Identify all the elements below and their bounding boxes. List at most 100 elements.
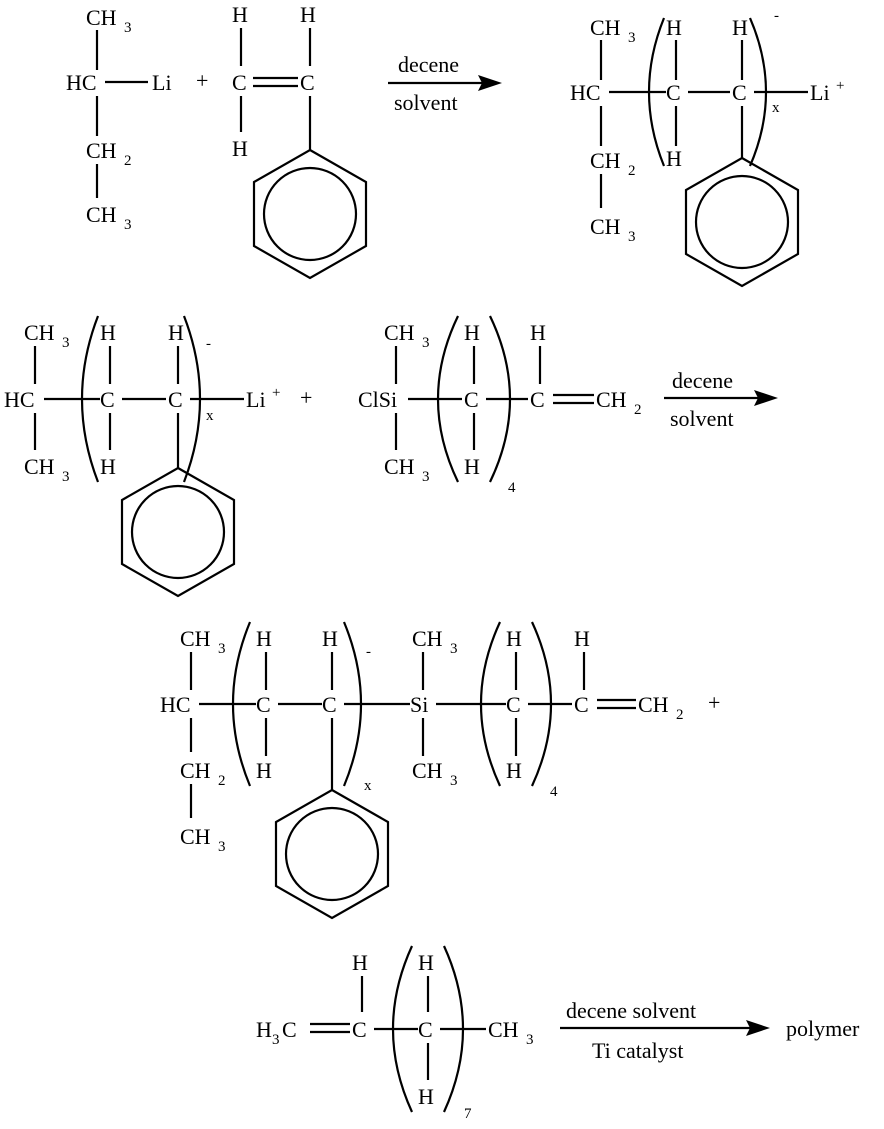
atom-ch2: CH: [638, 692, 669, 717]
atom-ch3: CH: [86, 5, 117, 30]
charge-minus: -: [366, 644, 371, 660]
charge-minus: -: [206, 336, 211, 352]
atom-hc: HC: [570, 80, 601, 105]
atom-c: C: [530, 387, 545, 412]
atom-c: C: [300, 70, 315, 95]
atom-ch2: CH: [590, 148, 621, 173]
atom-ch2: CH: [180, 758, 211, 783]
sub-3: 3: [422, 335, 430, 351]
atom-c: C: [732, 80, 747, 105]
atom-h: H: [256, 626, 272, 651]
plus-sign: +: [708, 690, 720, 715]
sub-3: 3: [422, 469, 430, 485]
atom-hc: HC: [4, 387, 35, 412]
sub-3: 3: [526, 1032, 534, 1048]
chlorodimethylsilyl-hexene: CH 3 ClSi H C H 4 CH 3 H C CH 2: [358, 316, 642, 496]
condition-ti-catalyst: Ti catalyst: [592, 1038, 683, 1063]
sub-2: 2: [676, 707, 684, 723]
sub-4: 4: [508, 480, 516, 496]
atom-clsi: ClSi: [358, 387, 397, 412]
polystyryllithium-product: CH 3 HC H C H H C - x Li + CH 2 CH 3: [570, 8, 844, 286]
atom-h: H: [300, 2, 316, 27]
atom-c: C: [352, 1017, 367, 1042]
atom-ch3: CH: [590, 15, 621, 40]
atom-h: H: [322, 626, 338, 651]
atom-c: C: [666, 80, 681, 105]
atom-c: C: [506, 692, 521, 717]
atom-h: H: [418, 1084, 434, 1109]
atom-h: H: [506, 626, 522, 651]
atom-ch2: CH: [86, 138, 117, 163]
product-polymer: polymer: [786, 1016, 860, 1041]
decene-monomer: H 3 C H C H C H 7 CH 3: [256, 946, 534, 1122]
plus-sign: +: [300, 385, 312, 410]
atom-ch3: CH: [180, 824, 211, 849]
benzene-ring: [122, 468, 234, 596]
sub-x: x: [206, 408, 214, 424]
atom-h: H: [232, 136, 248, 161]
atom-h: H: [256, 758, 272, 783]
sub-2: 2: [634, 402, 642, 418]
condition-solvent: solvent: [670, 406, 734, 431]
atom-h: H: [464, 454, 480, 479]
atom-ch3: CH: [384, 320, 415, 345]
charge-minus: -: [774, 8, 779, 24]
atom-hc: HC: [66, 70, 97, 95]
atom-c: C: [168, 387, 183, 412]
atom-h: H: [666, 15, 682, 40]
atom-h: H: [418, 950, 434, 975]
atom-c: C: [232, 70, 247, 95]
atom-ch3: CH: [488, 1017, 519, 1042]
atom-ch3: CH: [384, 454, 415, 479]
plus-sign: +: [196, 68, 208, 93]
sub-3: 3: [450, 641, 458, 657]
atom-ch2: CH: [596, 387, 627, 412]
atom-li: Li: [246, 387, 266, 412]
sub-4: 4: [550, 784, 558, 800]
atom-ch3: CH: [24, 320, 55, 345]
atom-ch3: CH: [412, 758, 443, 783]
benzene-ring: [276, 790, 388, 918]
atom-ch3: CH: [590, 214, 621, 239]
atom-ch3: CH: [180, 626, 211, 651]
macromonomer: CH 3 HC H C H H C - x Si CH 3 CH 3 H C H…: [160, 622, 684, 918]
sub-3: 3: [218, 641, 226, 657]
atom-h: H: [100, 320, 116, 345]
sub-3: 3: [124, 217, 132, 233]
atom-c: C: [418, 1017, 433, 1042]
charge-plus: +: [836, 78, 844, 94]
atom-c: C: [464, 387, 479, 412]
atom-c: C: [574, 692, 589, 717]
sub-2: 2: [628, 163, 636, 179]
sub-2: 2: [124, 153, 132, 169]
reaction-arrow-2: decene solvent: [664, 368, 778, 431]
sub-3: 3: [124, 20, 132, 36]
atom-h: H: [232, 2, 248, 27]
reaction-arrow-3: decene solvent Ti catalyst: [560, 998, 770, 1063]
condition-decene: decene: [672, 368, 733, 393]
atom-h: H: [666, 146, 682, 171]
atom-li: Li: [810, 80, 830, 105]
atom-hc: HC: [160, 692, 191, 717]
sub-3: 3: [62, 469, 70, 485]
atom-c: C: [100, 387, 115, 412]
benzene-ring: [686, 158, 798, 286]
sub-x: x: [772, 100, 780, 116]
condition-decene: decene: [398, 52, 459, 77]
benzene-ring: [254, 150, 366, 278]
sub-3: 3: [628, 229, 636, 245]
atom-h3c: H: [256, 1017, 272, 1042]
atom-h: H: [100, 454, 116, 479]
atom-h: H: [530, 320, 546, 345]
atom-c: C: [322, 692, 337, 717]
sub-3: 3: [62, 335, 70, 351]
atom-h: H: [732, 15, 748, 40]
sec-butyllithium: CH 3 HC Li CH 2 CH 3: [66, 5, 172, 233]
atom-ch3: CH: [86, 202, 117, 227]
atom-h3c-c: C: [282, 1017, 297, 1042]
atom-ch3: CH: [412, 626, 443, 651]
sub-7: 7: [464, 1106, 472, 1122]
sub-x: x: [364, 778, 372, 794]
atom-h: H: [574, 626, 590, 651]
